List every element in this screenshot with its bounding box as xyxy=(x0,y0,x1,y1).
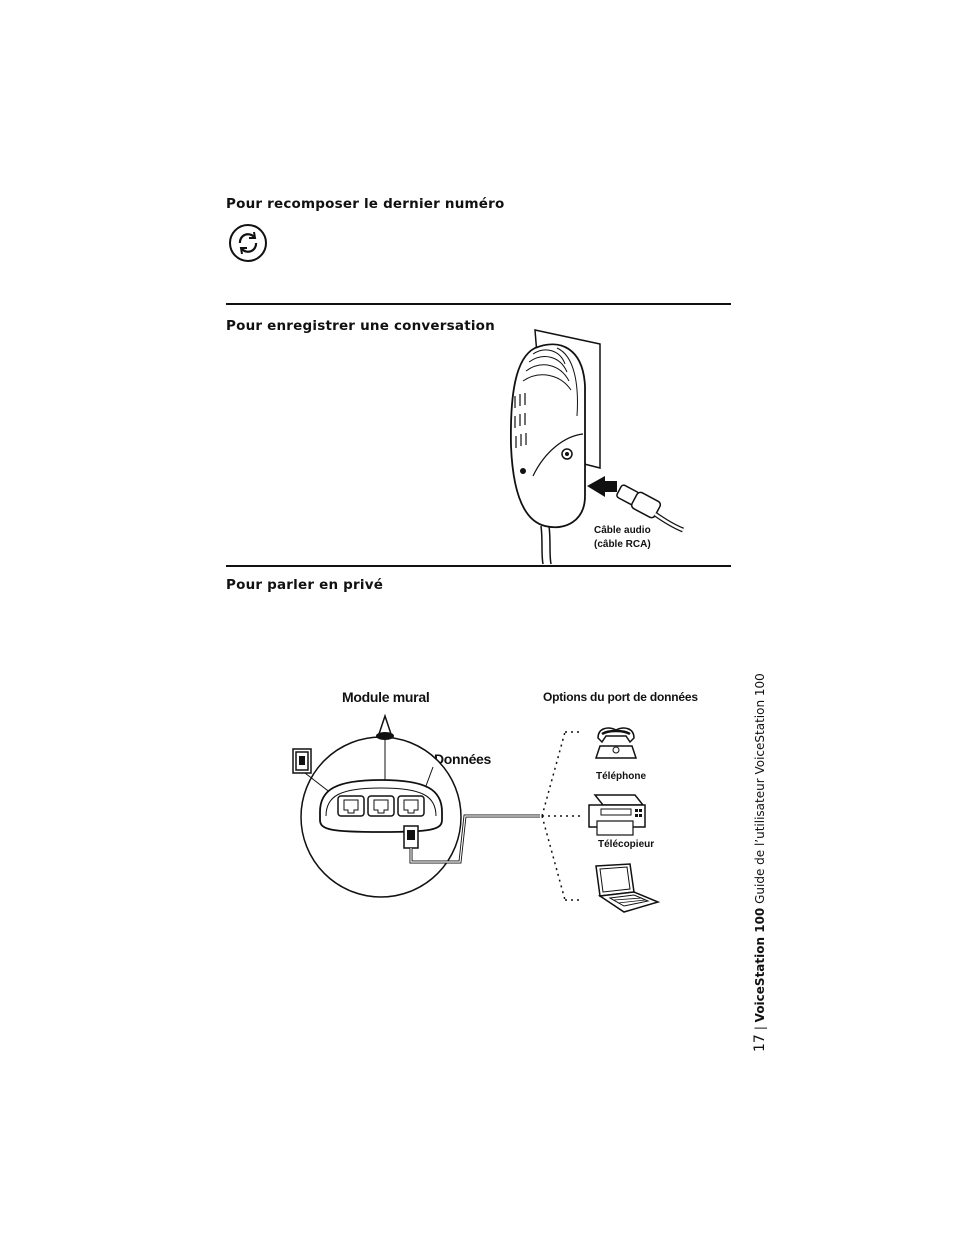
data-port-label: Données xyxy=(434,751,492,767)
data-options-label: Options du port de données xyxy=(543,690,698,704)
footer-separator: | xyxy=(753,1022,767,1031)
cable-label-line2: (câble RCA) xyxy=(594,539,651,550)
record-heading: Pour enregistrer une conversation xyxy=(226,318,495,334)
option-label-fax: Télécopieur xyxy=(598,839,655,850)
module-ports-illustration xyxy=(292,713,582,901)
handset-icon xyxy=(376,713,394,740)
phone-jack-icon xyxy=(292,748,312,774)
redial-icon xyxy=(229,224,267,262)
fax-icon xyxy=(588,794,646,836)
section-divider-1 xyxy=(226,303,731,305)
footer-guide-text: Guide de l’utilisateur VoiceStation 100 xyxy=(753,673,767,908)
laptop-icon xyxy=(595,863,661,913)
option-label-telephone: Téléphone xyxy=(596,771,647,782)
module-label: Module mural xyxy=(342,689,430,705)
telephone-icon xyxy=(594,727,638,759)
page-footer: 17 | VoiceStation 100 Guide de l’utilisat… xyxy=(752,673,768,1052)
private-heading: Pour parler en privé xyxy=(226,577,384,593)
wall-module-illustration xyxy=(509,329,684,565)
page-number: 17 xyxy=(752,1034,768,1052)
footer-product: VoiceStation 100 xyxy=(753,907,767,1023)
redial-heading: Pour recomposer le dernier numéro xyxy=(226,196,505,212)
cable-label-line1: Câble audio xyxy=(594,525,651,536)
section-divider-2 xyxy=(226,565,731,567)
